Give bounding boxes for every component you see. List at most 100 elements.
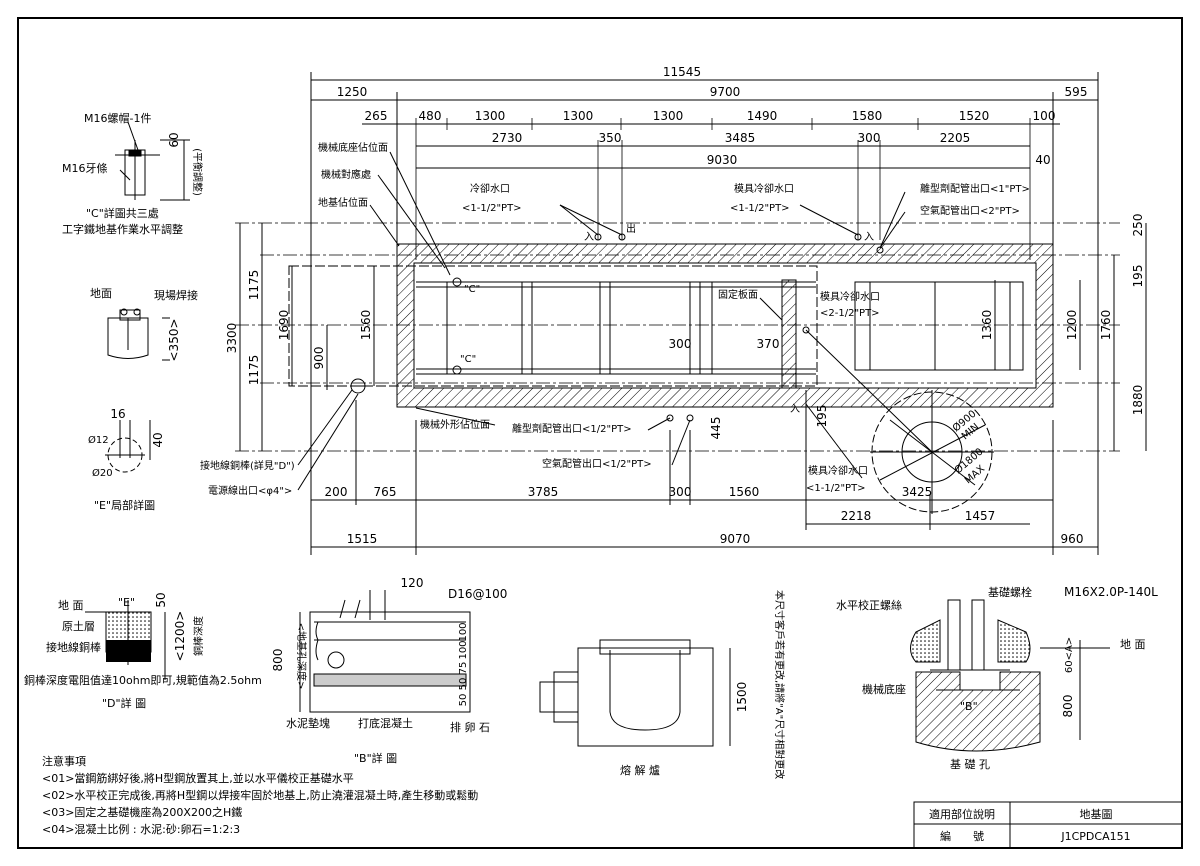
tb-r1c2: 地基圖	[1080, 808, 1113, 821]
d-soil: 原土層	[62, 620, 95, 633]
callout-mold-cool3: 模具冷卻水口	[808, 464, 868, 477]
mark-in: 入	[790, 404, 800, 415]
dim-left-e: 900	[312, 347, 326, 370]
callout-mold-cool-size: <1-1/2"PT>	[730, 203, 790, 214]
b-title: "B"詳 圖	[354, 751, 397, 765]
dim-left-d: 1560	[359, 310, 373, 341]
callout-outline: 機械外形佔位面	[420, 418, 490, 431]
detail-e: 16 Ø12 40 Ø20 "E"局部詳圖	[88, 407, 165, 512]
furnace-d1500: 1500	[735, 682, 749, 713]
b-concrete: 打底混凝土	[358, 716, 413, 730]
callout-release: 離型劑配管出口<1"PT>	[920, 182, 1030, 195]
d-d50: 50	[154, 592, 168, 607]
dim-right-c: 1760	[1099, 310, 1113, 341]
d-title: "D"詳 圖	[102, 696, 146, 710]
dim-r2: 1300	[475, 109, 506, 123]
dim-v195: 195	[815, 405, 829, 428]
dim-r4b: 40	[1035, 153, 1050, 167]
mark-in: 入	[584, 232, 594, 243]
b-pad: 水泥墊塊	[286, 716, 330, 730]
dim-mid-300: 300	[669, 337, 692, 351]
mark-c2: "C"	[460, 354, 476, 365]
note-item: <03>固定之基礎機座為200X200之H鐵	[42, 805, 242, 819]
dim-right-d: 1880	[1131, 385, 1145, 416]
pit-ground: 地 面	[1120, 638, 1146, 651]
dim-b3: 960	[1061, 532, 1084, 546]
plan-callouts: 機械底座佔位面 機械對應處 地基佔位面 冷卻水口 <1-1/2"PT> 入 出 …	[200, 141, 1030, 497]
weld-dim: <350>	[167, 318, 181, 361]
pit-b: "B"	[960, 700, 978, 713]
dim-b2: 1457	[965, 509, 996, 523]
b-rebar: D16@100	[448, 587, 507, 601]
b-layer: 100	[458, 640, 469, 659]
detail-weld: 地面 現場焊接 <350>	[90, 287, 198, 362]
pit-level-bolt: 水平校正螺絲	[836, 598, 902, 612]
pit-anchor: 基礎螺栓	[988, 585, 1032, 599]
dim-b1: 1560	[729, 485, 760, 499]
b-d800: 800	[271, 649, 285, 672]
tb-r2c2: J1CPDCA151	[1060, 830, 1130, 843]
callout-cool-in: 冷卻水口	[470, 182, 510, 195]
notes-heading: 注意事項	[42, 754, 86, 768]
dim-middle: 9700	[710, 85, 741, 99]
mark-c1: "C"	[464, 284, 480, 295]
dim-r2: 1300	[563, 109, 594, 123]
e-title: "E"局部詳圖	[94, 498, 155, 512]
notes: 注意事項 <01>當鋼筋綁好後,將H型鋼放置其上,並以水平儀校正基礎水平 <02…	[42, 754, 478, 836]
callout-power: 電源線出口<φ4">	[208, 484, 292, 497]
dim-mid-370: 370	[757, 337, 780, 351]
callout-fixed-plate: 固定板面	[718, 288, 758, 301]
callout-mold-cool3-size: <1-1/2"PT>	[806, 483, 866, 494]
detail-b: 120 D16@100 800 <地基孔深度> 100 100 75 50 50…	[271, 576, 507, 765]
dim-r2: 100	[1033, 109, 1056, 123]
plan-dimensions: 11545 1250 9700 595 265 480 1300 1300 13…	[225, 65, 1145, 546]
dim-r3: 2205	[940, 131, 971, 145]
dim-r2: 265	[365, 109, 388, 123]
callout-ground-rod: 接地線銅棒(詳見"D")	[200, 459, 295, 472]
dim-r3: 350	[599, 131, 622, 145]
callout-air: 空氣配管出口<2"PT>	[920, 204, 1020, 217]
pit-d60a: 60<A>	[1064, 637, 1075, 673]
mark-in: 入	[864, 232, 874, 243]
dim-r3: 2730	[492, 131, 523, 145]
e-d12: Ø12	[88, 434, 109, 446]
dim-right-a: 250	[1131, 214, 1145, 237]
dim-b1: 200	[325, 485, 348, 499]
callout-mold-cool: 模具冷卻水口	[734, 182, 794, 195]
callout-mold-cool2: 模具冷卻水口	[820, 290, 880, 303]
dim-r2: 1580	[852, 109, 883, 123]
dim-inner-b: 1200	[1065, 310, 1079, 341]
pit-base: 機械底座	[862, 682, 906, 696]
weld-weld: 現場焊接	[154, 288, 198, 302]
e-d40: 40	[151, 432, 165, 447]
dim-b1: 300	[669, 485, 692, 499]
furnace-title: 熔 解 爐	[620, 763, 660, 777]
detail-pit: 水平校正螺絲 基礎螺栓 M16X2.0P-140L 地 面 60<A> 機械底座…	[836, 585, 1158, 771]
detail-furnace: 1500 熔 解 爐 本尺寸客戶若有更改,請將"A"尺寸相對更改	[539, 590, 786, 779]
foundation-plan	[235, 72, 1147, 555]
dim-b1: 3785	[528, 485, 559, 499]
c-nut: M16螺帽-1件	[84, 112, 151, 125]
b-d120: 120	[401, 576, 424, 590]
dim-r2: 1300	[653, 109, 684, 123]
sheet-border	[17, 17, 1183, 849]
dim-overall: 11545	[663, 65, 701, 79]
b-layer: 75	[458, 662, 469, 675]
dim-left-a: 1175	[247, 270, 261, 301]
d-res: 銅棒深度電阻值達10ohm即可,規範值為2.5ohm	[24, 673, 262, 687]
dim-r4: 9030	[707, 153, 738, 167]
dim-r2: 1520	[959, 109, 990, 123]
callout-mold-cool2-size: <2-1/2"PT>	[820, 308, 880, 319]
d-rod: 接地線銅棒	[46, 640, 101, 654]
weld-ground: 地面	[90, 287, 112, 300]
dim-left-outer: 3300	[225, 323, 239, 354]
b-stone: 排 卵 石	[450, 720, 490, 734]
callout-air2: 空氣配管出口<1/2"PT>	[542, 457, 652, 470]
dim-right: 595	[1065, 85, 1088, 99]
c-dim60: 60	[167, 132, 181, 147]
dim-left-c: 1690	[277, 310, 291, 341]
d-d1200: <1200>	[173, 611, 187, 662]
dim-b1: 765	[374, 485, 397, 499]
detail-c: M16螺帽-1件 M16牙條 60 (平衡調整) "C"詳圖共三處 工字鐵地基作…	[62, 112, 204, 236]
dim-r2: 480	[419, 109, 442, 123]
